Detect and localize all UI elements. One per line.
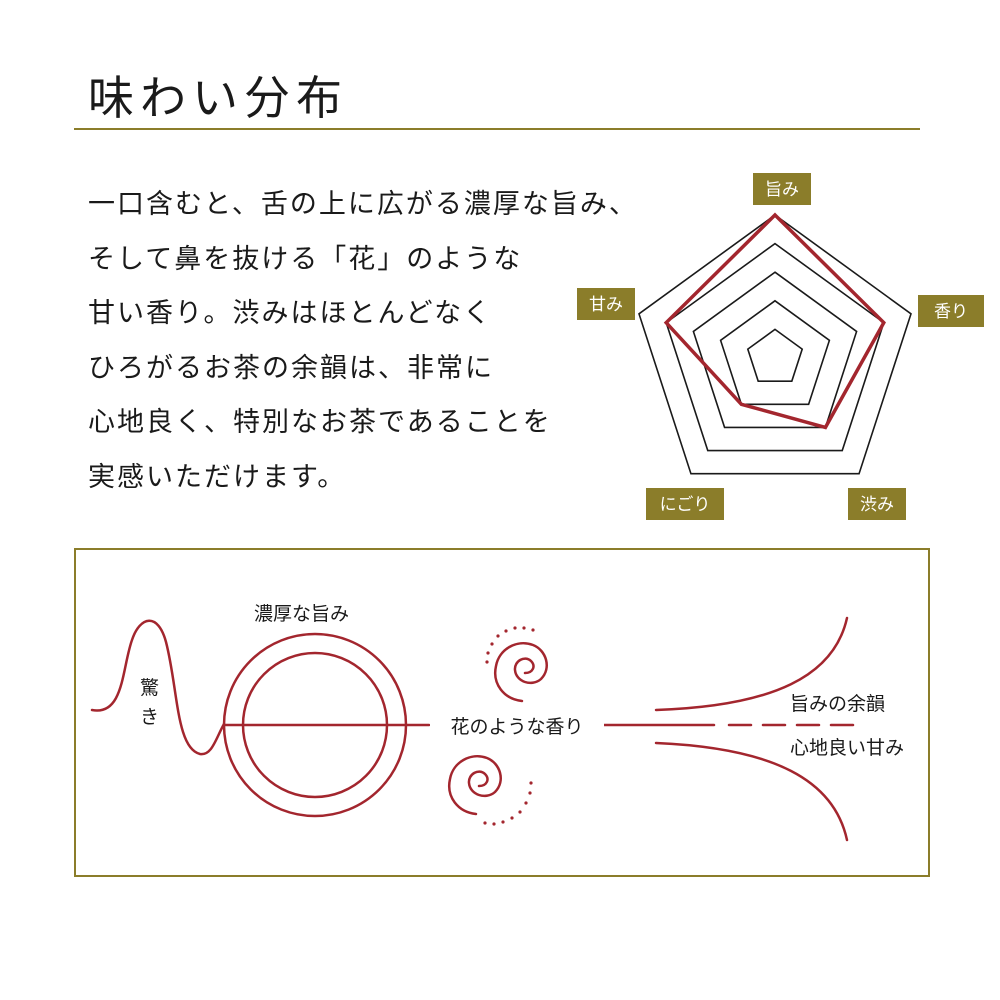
description: 一口含むと、舌の上に広がる濃厚な旨み、 そして鼻を抜ける「花」のような 甘い香り… bbox=[88, 178, 688, 505]
taste-flow-diagram: 濃厚な旨み 驚 き 花のような香り 旨みの余韻 心地良い甘み bbox=[90, 603, 904, 842]
sweetness-label: 心地良い甘み bbox=[790, 737, 904, 759]
umami-label: 濃厚な旨み bbox=[254, 603, 349, 625]
radar-axis-label-text: にごり bbox=[660, 495, 711, 515]
radar-grid-ring bbox=[692, 271, 858, 429]
aftertaste-curve-upper bbox=[654, 616, 849, 712]
radar-series-polygon bbox=[663, 212, 886, 430]
description-line: 心地良く、特別なお茶であることを bbox=[88, 407, 552, 438]
radar-axis-label: 香り bbox=[918, 295, 984, 327]
radar-grid-ring bbox=[638, 214, 912, 475]
radar-axis-badge bbox=[848, 488, 906, 520]
radar-axis-badge bbox=[753, 173, 811, 205]
radar-axis-label-text: 旨み bbox=[765, 180, 799, 200]
radar-axis-label-text: 香り bbox=[934, 302, 968, 322]
description-line: そして鼻を抜ける「花」のような bbox=[88, 243, 523, 275]
page-title: 味わい分布 bbox=[88, 71, 348, 125]
aroma-dots-upper bbox=[485, 626, 535, 664]
radar-axis-badge bbox=[577, 288, 635, 320]
surprise-label-2: き bbox=[140, 706, 159, 728]
radar-axis-label: 旨み bbox=[753, 173, 811, 205]
aftertaste-label: 旨みの余韻 bbox=[790, 693, 885, 715]
aroma-spiral-upper bbox=[493, 642, 548, 703]
radar-axis-label: にごり bbox=[646, 488, 724, 520]
radar-axis-label: 渋み bbox=[848, 488, 906, 520]
title-divider bbox=[74, 128, 920, 130]
flow-panel bbox=[74, 548, 930, 877]
description-line: 実感いただけます。 bbox=[88, 461, 347, 493]
radar-grid-ring bbox=[746, 328, 804, 382]
radar-axis-label-text: 渋み bbox=[860, 495, 894, 515]
radar-axis-label-text: 甘み bbox=[589, 295, 623, 315]
aroma-label: 花のような香り bbox=[450, 716, 583, 738]
sweetness-curve-lower bbox=[654, 741, 849, 842]
radar-axis-badge bbox=[646, 488, 724, 520]
description-line: 一口含むと、舌の上に広がる濃厚な旨み、 bbox=[88, 189, 638, 220]
aroma-spiral-lower bbox=[447, 755, 502, 816]
aroma-dots-lower bbox=[483, 781, 533, 826]
radar-grid-ring bbox=[719, 299, 831, 406]
surprise-wave bbox=[90, 619, 226, 756]
description-line: 甘い香り。渋みはほとんどなく bbox=[88, 298, 493, 329]
radar-axis-badge bbox=[918, 295, 984, 327]
radar-grid bbox=[638, 214, 912, 475]
description-line: ひろがるお茶の余韻は、非常に bbox=[88, 352, 494, 384]
radar-grid-ring bbox=[665, 242, 885, 452]
radar-axis-label: 甘み bbox=[577, 288, 635, 320]
surprise-label-1: 驚 bbox=[140, 677, 159, 699]
